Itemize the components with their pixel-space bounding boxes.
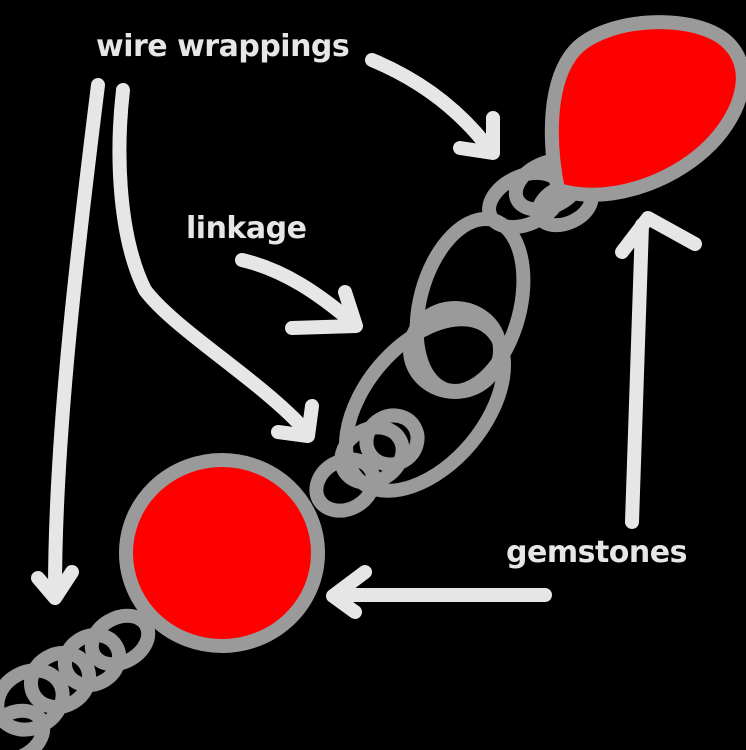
arrow-gemstones-to-top bbox=[615, 211, 702, 529]
middle-wire-wrapping bbox=[309, 408, 425, 518]
arrow-wire-to-bottom bbox=[31, 78, 105, 605]
linkage-loops bbox=[338, 212, 531, 498]
arrow-linkage bbox=[235, 253, 363, 335]
label-linkage: linkage bbox=[186, 211, 307, 246]
arrows bbox=[31, 53, 702, 619]
label-wire-wrappings: wire wrappings bbox=[96, 29, 350, 64]
arrow-wire-to-top bbox=[365, 53, 500, 160]
bottom-gemstone bbox=[119, 453, 325, 653]
label-gemstones: gemstones bbox=[506, 535, 687, 570]
arrow-gemstones-to-bottom bbox=[326, 565, 552, 619]
arrow-wire-to-middle bbox=[112, 83, 319, 443]
bottom-wire-wrapping bbox=[0, 608, 156, 750]
top-gemstone bbox=[544, 15, 746, 202]
